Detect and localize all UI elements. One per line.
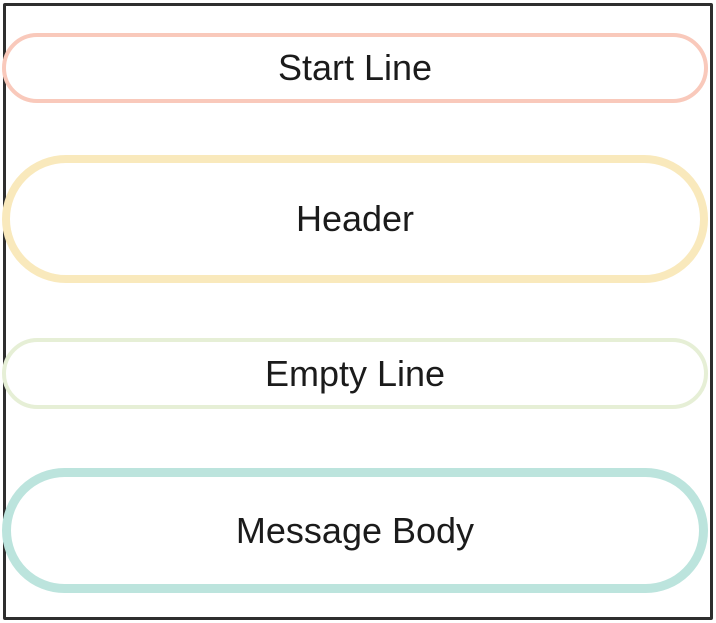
block-empty-line-label: Empty Line bbox=[264, 352, 446, 394]
block-empty-line: Empty Line bbox=[2, 338, 708, 409]
block-header: Header bbox=[2, 155, 708, 283]
block-message-body-label: Message Body bbox=[235, 509, 475, 551]
block-message-body: Message Body bbox=[2, 468, 708, 593]
block-start-line: Start Line bbox=[2, 33, 708, 103]
block-start-line-label: Start Line bbox=[277, 47, 433, 88]
block-header-label: Header bbox=[295, 198, 415, 239]
